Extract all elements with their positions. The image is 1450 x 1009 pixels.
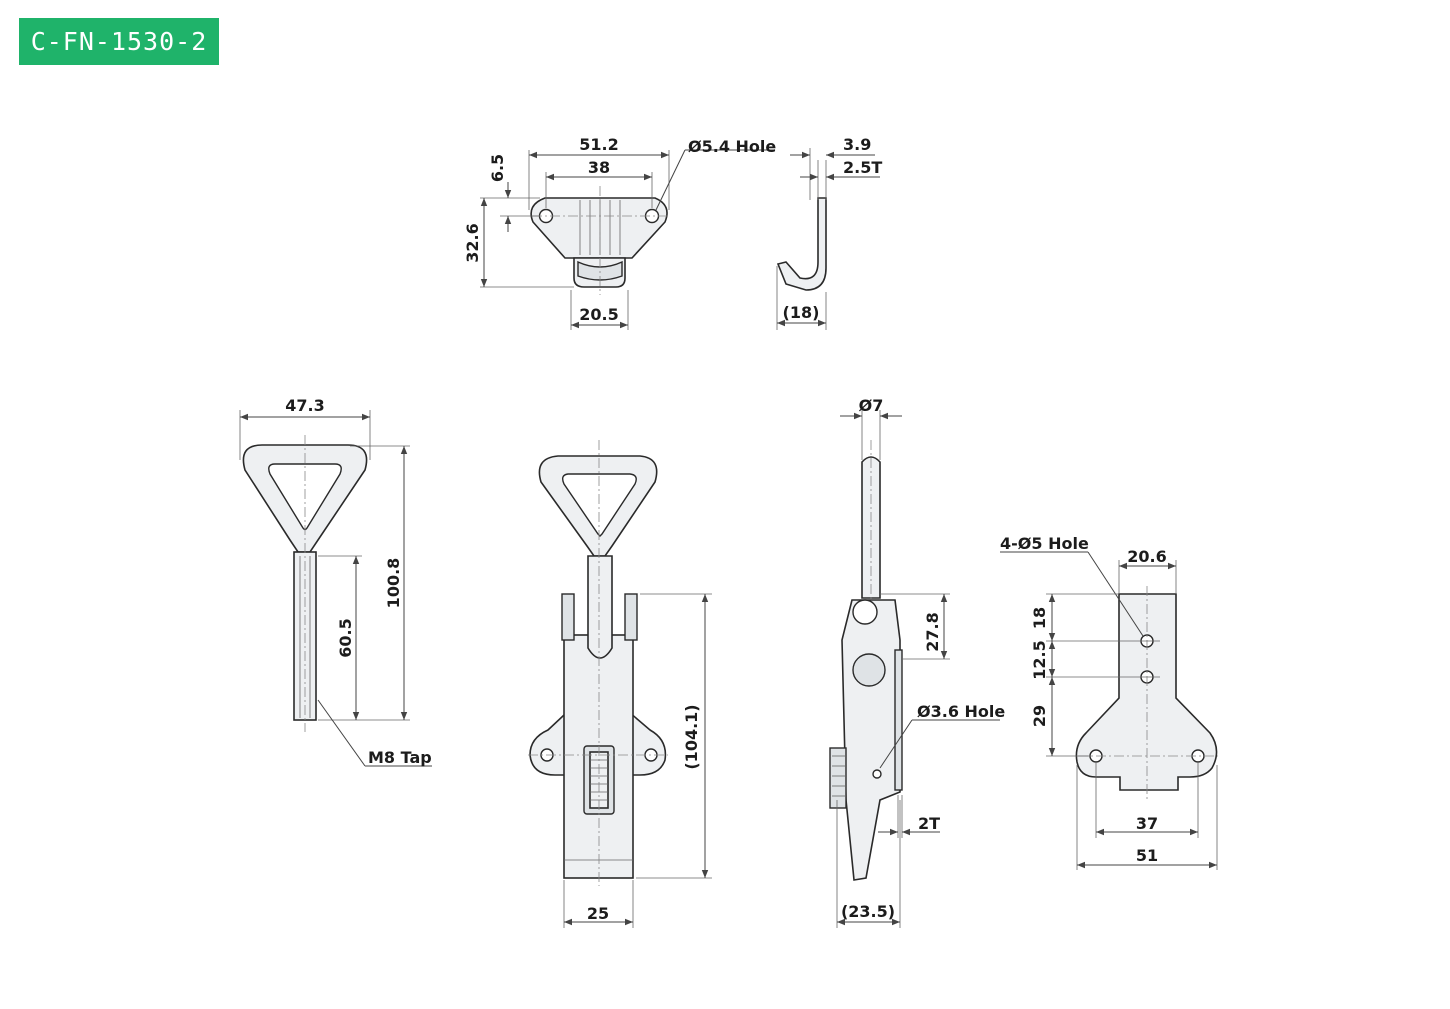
latch-side-view: Ø7 27.8 Ø3.6 Hole 2T (23.5) bbox=[829, 396, 1005, 928]
dim-base-low: 29 bbox=[1030, 705, 1049, 727]
label-latch-hole: Ø3.6 Hole bbox=[917, 702, 1005, 721]
dim-latch-width: 25 bbox=[587, 904, 609, 923]
dim-handle-width: 47.3 bbox=[285, 396, 324, 415]
latch-side-body bbox=[841, 599, 901, 881]
dim-strike-width: 51.2 bbox=[579, 135, 618, 154]
latch-side-rod bbox=[861, 456, 881, 599]
dim-latch-depth: (23.5) bbox=[841, 902, 895, 921]
model-code-badge: C-FN-1530-2 bbox=[19, 18, 219, 65]
dim-strike-hook-width: 20.5 bbox=[579, 305, 618, 324]
strike-side-profile bbox=[776, 197, 827, 291]
latch-side-boss bbox=[852, 653, 886, 687]
label-base-holes: 4-Ø5 Hole bbox=[1000, 534, 1089, 553]
label-strike-hole: Ø5.4 Hole bbox=[688, 137, 776, 156]
dim-rod-diameter: Ø7 bbox=[859, 396, 884, 415]
latch-side-small-hole bbox=[872, 769, 882, 779]
latch-side-plate-left bbox=[561, 593, 575, 641]
base-plate-view: 4-Ø5 Hole 20.6 18 12.5 29 37 51 bbox=[1000, 534, 1218, 870]
latch-handle-arm bbox=[587, 555, 613, 659]
latch-side-plate-right bbox=[624, 593, 638, 641]
dim-base-mid: 12.5 bbox=[1030, 640, 1049, 679]
dim-base-top: 18 bbox=[1030, 607, 1049, 629]
strike-plate-view: 51.2 38 Ø5.4 Hole 6.5 32.6 20.5 bbox=[463, 135, 776, 330]
dim-base-width: 51 bbox=[1136, 846, 1158, 865]
label-handle-tap: M8 Tap bbox=[368, 748, 432, 767]
dim-base-neck-width: 20.6 bbox=[1127, 547, 1166, 566]
dim-latch-thickness: 2T bbox=[918, 814, 940, 833]
dim-base-hole-pitch: 37 bbox=[1136, 814, 1158, 833]
dim-strike-height: 32.6 bbox=[463, 223, 482, 262]
dim-latch-pivot: 27.8 bbox=[923, 612, 942, 651]
dim-strike-offset: 3.9 bbox=[843, 135, 871, 154]
dim-strike-depth: (18) bbox=[783, 303, 820, 322]
dim-strike-hole-offset: 6.5 bbox=[488, 154, 507, 182]
dim-handle-length: 100.8 bbox=[384, 558, 403, 609]
dim-handle-shaft: 60.5 bbox=[336, 618, 355, 657]
latch-front-view: (104.1) 25 bbox=[528, 440, 712, 928]
handle-view: 47.3 100.8 60.5 M8 Tap bbox=[239, 396, 432, 767]
latch-handle-opening bbox=[561, 473, 637, 537]
dim-strike-hole-pitch: 38 bbox=[588, 158, 610, 177]
dim-strike-thickness: 2.5T bbox=[843, 158, 882, 177]
strike-side-view: 3.9 2.5T (18) bbox=[776, 135, 882, 330]
dim-latch-length: (104.1) bbox=[682, 704, 701, 769]
base-plate-body bbox=[1075, 593, 1218, 791]
latch-side-pivot bbox=[852, 599, 878, 625]
latch-side-spring bbox=[829, 747, 847, 809]
strike-plate-body bbox=[530, 197, 668, 259]
